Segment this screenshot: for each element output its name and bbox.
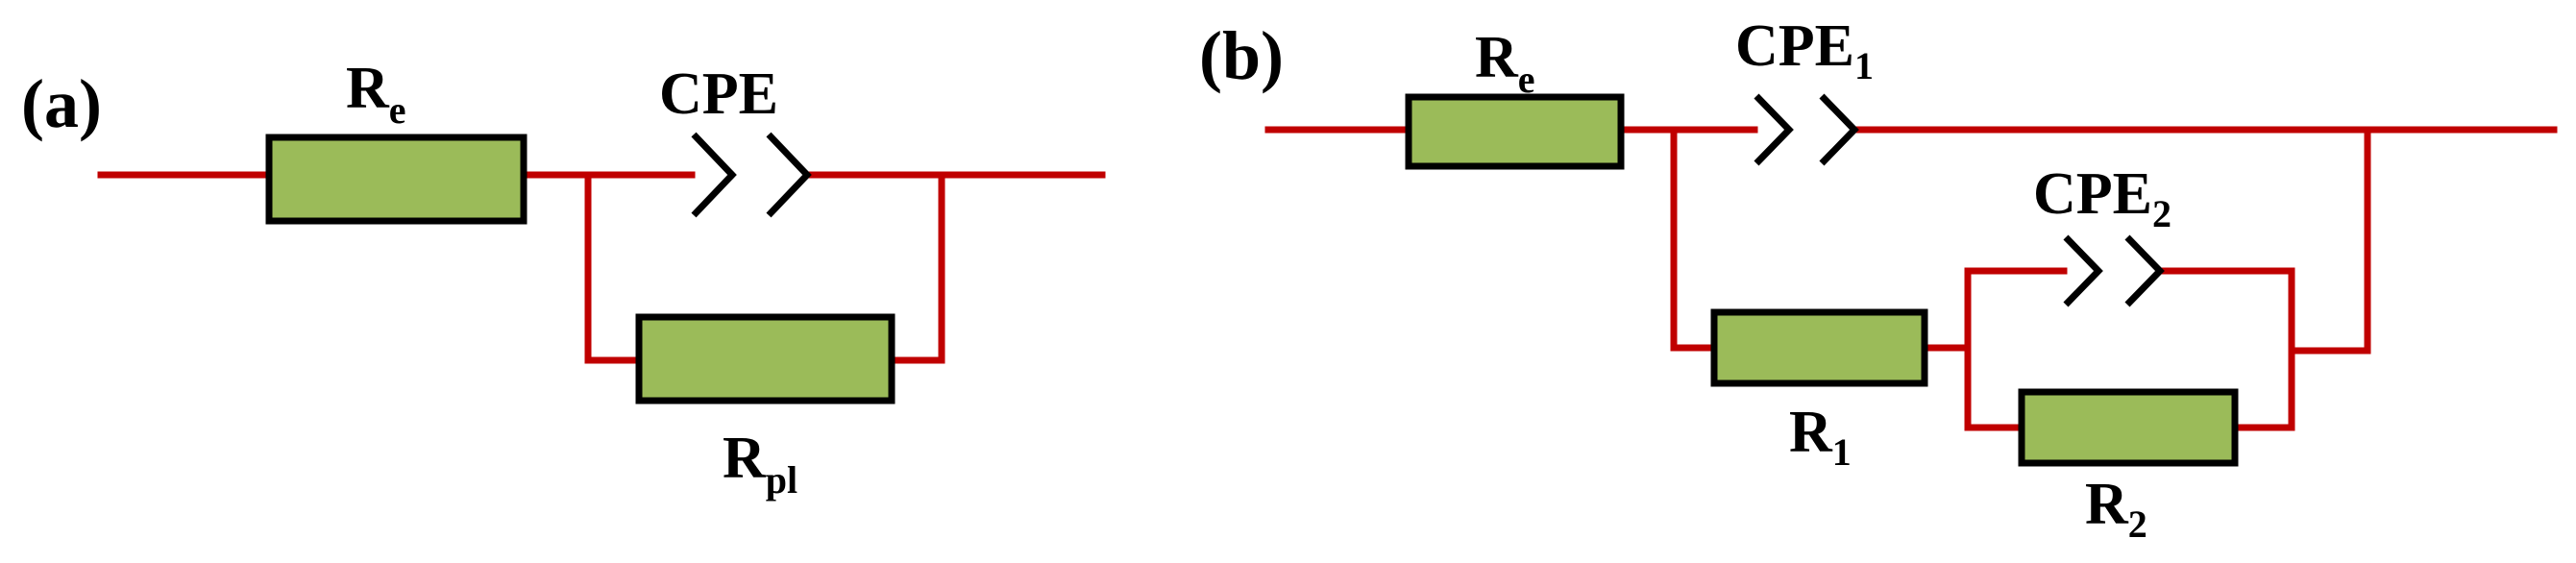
label-rpl-a: Rpl — [723, 426, 797, 502]
resistor-re-b — [1405, 93, 1625, 170]
resistor-re-a — [265, 134, 527, 225]
resistor-rpl-a — [635, 313, 895, 404]
cpe2-b-right-plate — [2124, 234, 2165, 307]
panel-a-label: (a) — [21, 65, 102, 142]
cpe-a-right-plate — [766, 132, 812, 218]
label-cpe-a: CPE — [659, 61, 778, 127]
cpe1-b-left-plate — [1754, 93, 1794, 166]
panel-b: (b) Re CPE1 R1 CPE2 R2 — [1199, 13, 2558, 546]
label-cpe2-b: CPE2 — [2033, 161, 2171, 235]
label-re-b: Re — [1475, 25, 1535, 101]
cpe-a-left-plate — [691, 132, 737, 218]
resistor-r1-b — [1710, 308, 1928, 387]
cpe2-b-left-plate — [2063, 234, 2103, 307]
label-r1-b: R1 — [1789, 400, 1852, 474]
cpe1-b-right-plate — [1819, 93, 1859, 166]
resistor-r2-b — [2018, 388, 2239, 467]
panel-a: (a) Re CPE Rpl — [21, 56, 1106, 502]
label-r2-b: R2 — [2085, 472, 2147, 546]
label-cpe1-b: CPE1 — [1735, 13, 1874, 87]
panel-b-label: (b) — [1199, 17, 1284, 94]
label-re-a: Re — [346, 56, 406, 132]
